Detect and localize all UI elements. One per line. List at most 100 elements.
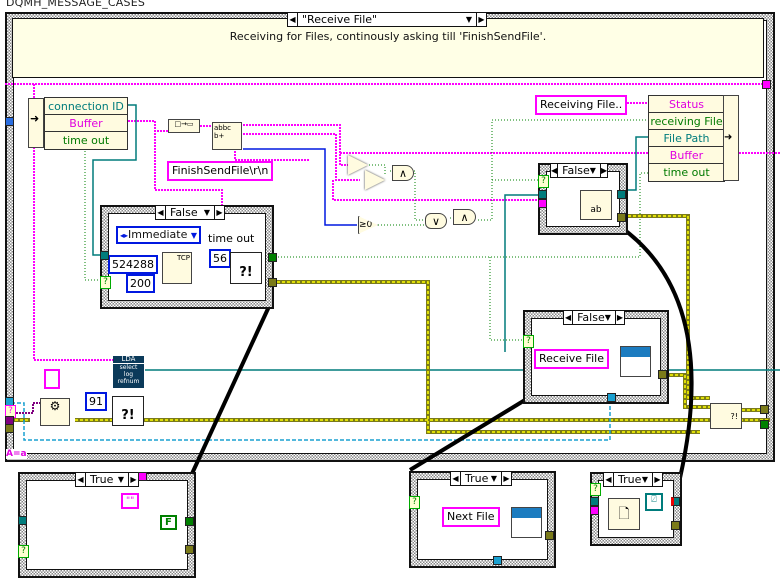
empty-string-constant[interactable]: "" [121, 493, 140, 509]
and-gate-b[interactable]: ∧ [453, 209, 476, 225]
get-class-node[interactable]: ⚙ [40, 398, 70, 426]
error-wire [272, 281, 700, 433]
boolean-output-terminal [185, 517, 194, 526]
case-insensitive-mark: A=a [6, 449, 27, 459]
queue-wire [5, 398, 611, 441]
message-icon [621, 347, 650, 357]
refnum-input-terminal [538, 190, 547, 199]
string-output-terminal [138, 472, 147, 481]
increment-case-arrow[interactable]: ▶ [476, 13, 486, 26]
decrement-case-arrow[interactable]: ◀ [156, 206, 166, 219]
clear-specific-error-node[interactable]: ?! [230, 252, 262, 284]
chevron-down-icon[interactable]: ▼ [203, 208, 210, 217]
lda-title: LDA [113, 356, 144, 364]
read-timeout-constant[interactable]: 200 [126, 274, 155, 293]
string-output-tunnel [762, 80, 771, 89]
increment-case-arrow[interactable]: ▶ [652, 473, 662, 486]
lda-subvi[interactable]: LDA select log refnum [113, 356, 144, 388]
write-text-file-node[interactable]: ab [580, 190, 612, 220]
write-file-case-selector[interactable]: ◀ False▼ ▶ [550, 163, 608, 178]
boolean-wire [275, 172, 648, 258]
tcp-true-case-selector[interactable]: ◀ True▼ ▶ [75, 472, 139, 487]
status-string-constant[interactable]: Receiving File.. [535, 95, 628, 115]
empty-string-compare-b[interactable] [365, 170, 385, 190]
unbundle-row-timeout[interactable]: time out [62, 134, 110, 147]
bytes-to-read-constant[interactable]: 524288 [108, 255, 158, 274]
error-output-terminal [185, 545, 194, 554]
close-file-case-selector[interactable]: ◀ True▼ ▶ [603, 472, 663, 487]
boolean-wire [84, 145, 105, 281]
case-selector-value: False [577, 311, 605, 324]
unbundle-by-name[interactable]: connection ID Buffer time out [44, 97, 128, 150]
error-output-terminal [268, 278, 277, 287]
comment-text: Receiving for Files, continously asking … [229, 30, 547, 43]
chevron-down-icon[interactable]: ▼ [641, 475, 648, 484]
decrement-case-arrow[interactable]: ◀ [288, 13, 298, 26]
bundle-row-file-path[interactable]: File Path [649, 130, 724, 147]
decrement-case-arrow[interactable]: ◀ [604, 473, 614, 486]
refnum-input-terminal [18, 516, 27, 525]
bundle-row-status[interactable]: Status [649, 96, 724, 113]
decrement-case-arrow[interactable]: ◀ [551, 164, 559, 177]
increment-case-arrow[interactable]: ▶ [614, 311, 624, 324]
receive-file-string-constant[interactable]: Receive File [534, 349, 609, 369]
error-output-tunnel [760, 405, 769, 414]
tcp-case-selector[interactable]: ◀ False▼ ▶ [155, 205, 225, 220]
increment-case-arrow[interactable]: ▶ [501, 472, 511, 485]
boolean-output-tunnel [760, 420, 769, 429]
chevron-down-icon[interactable]: ▼ [117, 475, 124, 484]
arrow-right-icon: ➜ [724, 132, 733, 143]
refnum-wire [628, 136, 648, 191]
chevron-down-icon[interactable]: ▼ [490, 474, 497, 483]
queue-input-terminal [607, 393, 616, 402]
class-wire [10, 402, 40, 414]
decrement-case-arrow[interactable]: ◀ [451, 472, 461, 485]
refnum-wire [504, 194, 545, 352]
bundle-row-receiving-file[interactable]: receiving File [649, 113, 724, 130]
false-constant[interactable]: F [160, 515, 177, 530]
tcp-read-node[interactable]: TCP [162, 252, 192, 284]
case-selector-value: "Receive File" [302, 13, 378, 26]
bundle-row-buffer[interactable]: Buffer [649, 147, 724, 164]
merge-errors-node[interactable]: ?! [710, 403, 742, 429]
timeout-error-code-constant[interactable]: 56 [209, 249, 231, 268]
enqueue-message-node-2[interactable] [511, 507, 542, 538]
or-gate[interactable]: ∨ [425, 213, 447, 229]
unbundle-row-connection-id[interactable]: connection ID [45, 98, 127, 115]
read-mode-enum[interactable]: ◂▸Immediate ▼ [116, 226, 201, 244]
next-file-case-selector[interactable]: ◀ True▼ ▶ [450, 471, 512, 486]
chevron-down-icon[interactable]: ▼ [589, 166, 596, 175]
unbundle-row-buffer[interactable]: Buffer [45, 115, 127, 132]
finish-string-constant[interactable]: FinishSendFile\r\n [167, 161, 274, 181]
refnum-input-terminal [100, 251, 109, 260]
bundle-by-name[interactable]: Status receiving File File Path Buffer t… [648, 95, 725, 182]
main-case-selector[interactable]: ◀ "Receive File" ▼ ▶ [287, 12, 487, 27]
empty-path-constant[interactable]: ⍁ [645, 493, 663, 511]
empty-string-compare-a[interactable] [348, 155, 368, 175]
clear-specific-error-node-2[interactable]: ?! [112, 396, 144, 426]
decrement-case-arrow[interactable]: ◀ [564, 311, 574, 324]
input-terminal [5, 117, 14, 126]
increment-case-arrow[interactable]: ▶ [214, 206, 224, 219]
empty-class-constant[interactable] [44, 369, 60, 389]
enqueue-message-node[interactable] [620, 346, 651, 377]
bundle-row-timeout[interactable]: time out [663, 166, 710, 179]
false-constant-value: F [165, 517, 172, 528]
string-wire [332, 180, 545, 201]
concatenate-strings-node[interactable]: □→▭ [168, 119, 200, 133]
increment-case-arrow[interactable]: ▶ [128, 473, 138, 486]
receive-message-case-selector[interactable]: ◀ False▼ ▶ [563, 310, 625, 325]
chevron-down-icon[interactable]: ▼ [604, 313, 611, 322]
next-file-string-constant[interactable]: Next File [442, 507, 500, 527]
boolean-wire [478, 119, 648, 221]
read-mode-value: Immediate [128, 228, 188, 241]
and-gate-a[interactable]: ∧ [392, 165, 414, 181]
chevron-down-icon[interactable]: ▼ [465, 15, 472, 24]
close-file-node[interactable]: 🗋 [608, 498, 640, 530]
decrement-case-arrow[interactable]: ◀ [76, 473, 86, 486]
error-code-91-constant[interactable]: 91 [85, 392, 107, 411]
callout-line [188, 299, 274, 479]
increment-case-arrow[interactable]: ▶ [599, 164, 608, 177]
message-icon [512, 508, 541, 518]
